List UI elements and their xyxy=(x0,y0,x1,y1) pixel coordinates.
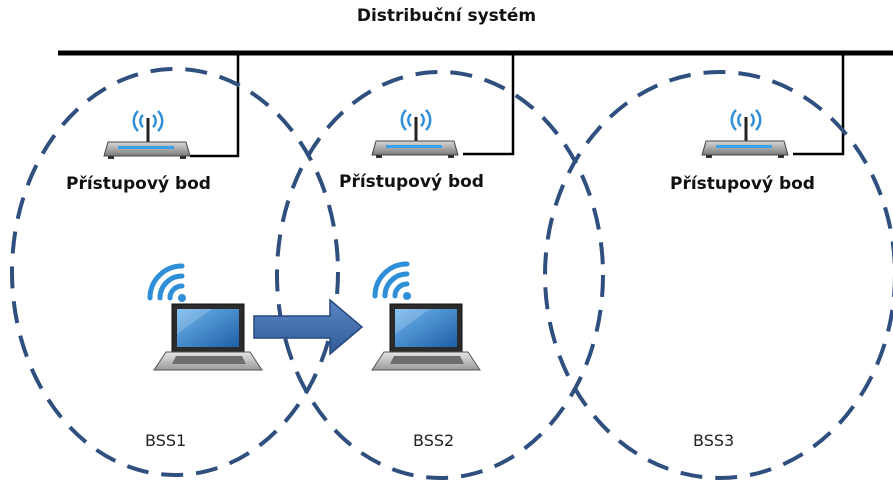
access-point-3-label: Přístupový bod xyxy=(670,174,815,194)
router-icon xyxy=(102,109,192,161)
bss3-cell-border xyxy=(543,70,893,480)
bss3-label: BSS3 xyxy=(693,431,735,450)
bss2-label: BSS2 xyxy=(413,431,455,450)
access-point-1-label: Přístupový bod xyxy=(66,174,211,194)
router-icon xyxy=(370,108,460,160)
router-icon xyxy=(700,108,790,160)
laptop-icon xyxy=(153,303,263,371)
distribution-system-label: Distribuční systém xyxy=(356,6,537,26)
backbone-lines xyxy=(58,50,893,158)
bss1-label: BSS1 xyxy=(145,431,187,450)
bss1-cell-border xyxy=(10,67,340,477)
bss2-cell-border xyxy=(275,70,605,480)
move-arrow-icon xyxy=(253,298,364,356)
bss-cells xyxy=(10,67,893,480)
access-point-2-label: Přístupový bod xyxy=(339,172,484,192)
wifi-icon xyxy=(150,266,186,302)
wifi-icon xyxy=(375,264,411,300)
laptop-icon xyxy=(371,303,481,371)
